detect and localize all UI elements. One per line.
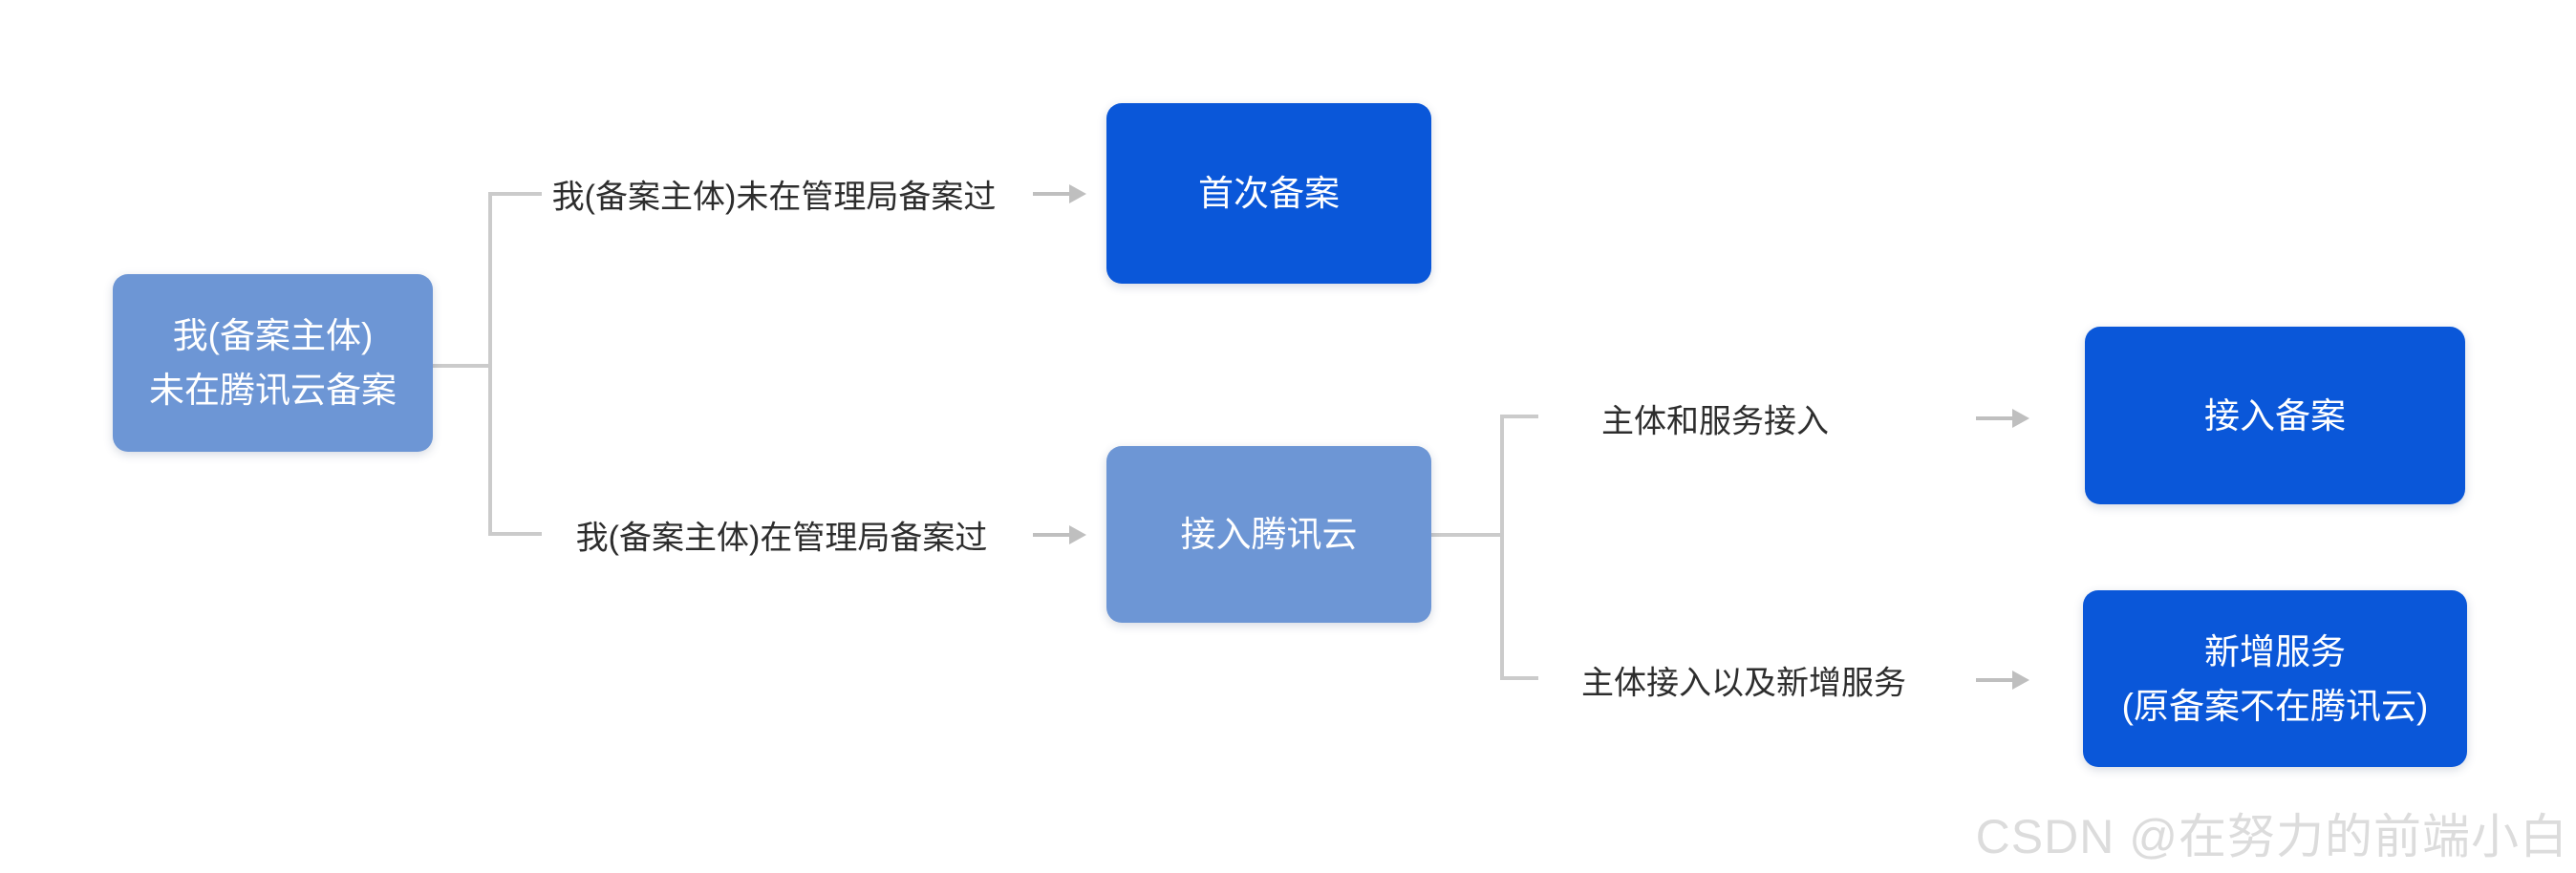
node-new-service-line1: 新增服务 — [2204, 631, 2346, 671]
connector-tencent-out — [1431, 533, 1504, 537]
edge-label-filed-authority: 我(备案主体)在管理局备案过 — [575, 520, 988, 557]
arrow-head — [2012, 671, 2029, 690]
csdn-watermark: CSDN @在努力的前端小白 — [1975, 810, 2568, 863]
arrow-head — [1069, 184, 1086, 203]
edge-label-subject-and-new-service: 主体接入以及新增服务 — [1581, 665, 1906, 702]
connector-tencent-stub-top — [1500, 415, 1538, 418]
arrow-shaft — [1976, 416, 2014, 420]
connector-tencent-stub-bottom — [1500, 676, 1538, 680]
edge-label-not-filed-authority: 我(备案主体)未在管理局备案过 — [551, 179, 997, 216]
node-connect-tencent-cloud: 接入腾讯云 — [1106, 446, 1431, 623]
arrow-right-icon — [1033, 525, 1086, 544]
connector-root-stub-bottom — [488, 532, 542, 536]
connector-root-out — [433, 364, 490, 368]
arrow-shaft — [1033, 533, 1071, 537]
arrow-shaft — [1976, 678, 2014, 682]
connector-tencent-vertical — [1500, 415, 1504, 680]
arrow-shaft — [1033, 192, 1071, 196]
node-root-line2: 未在腾讯云备案 — [149, 371, 397, 410]
node-new-service: 新增服务 (原备案不在腾讯云) — [2083, 590, 2467, 767]
arrow-head — [1069, 525, 1086, 544]
node-root-line1: 我(备案主体) — [172, 316, 374, 355]
arrow-right-icon — [1033, 184, 1086, 203]
arrow-right-icon — [1976, 409, 2029, 428]
node-access-filing-label: 接入备案 — [2204, 395, 2346, 436]
arrow-right-icon — [1976, 671, 2029, 690]
connector-root-vertical — [488, 192, 492, 536]
node-first-filing-label: 首次备案 — [1198, 174, 1340, 213]
connector-root-stub-top — [488, 192, 542, 196]
edge-label-subject-and-service: 主体和服务接入 — [1601, 403, 1829, 440]
node-connect-tencent-label: 接入腾讯云 — [1180, 515, 1358, 554]
node-first-filing: 首次备案 — [1106, 103, 1431, 284]
node-access-filing: 接入备案 — [2085, 327, 2465, 504]
node-new-service-line2: (原备案不在腾讯云) — [2121, 686, 2429, 726]
arrow-head — [2012, 409, 2029, 428]
node-root-not-filed-tencent: 我(备案主体) 未在腾讯云备案 — [113, 274, 433, 452]
